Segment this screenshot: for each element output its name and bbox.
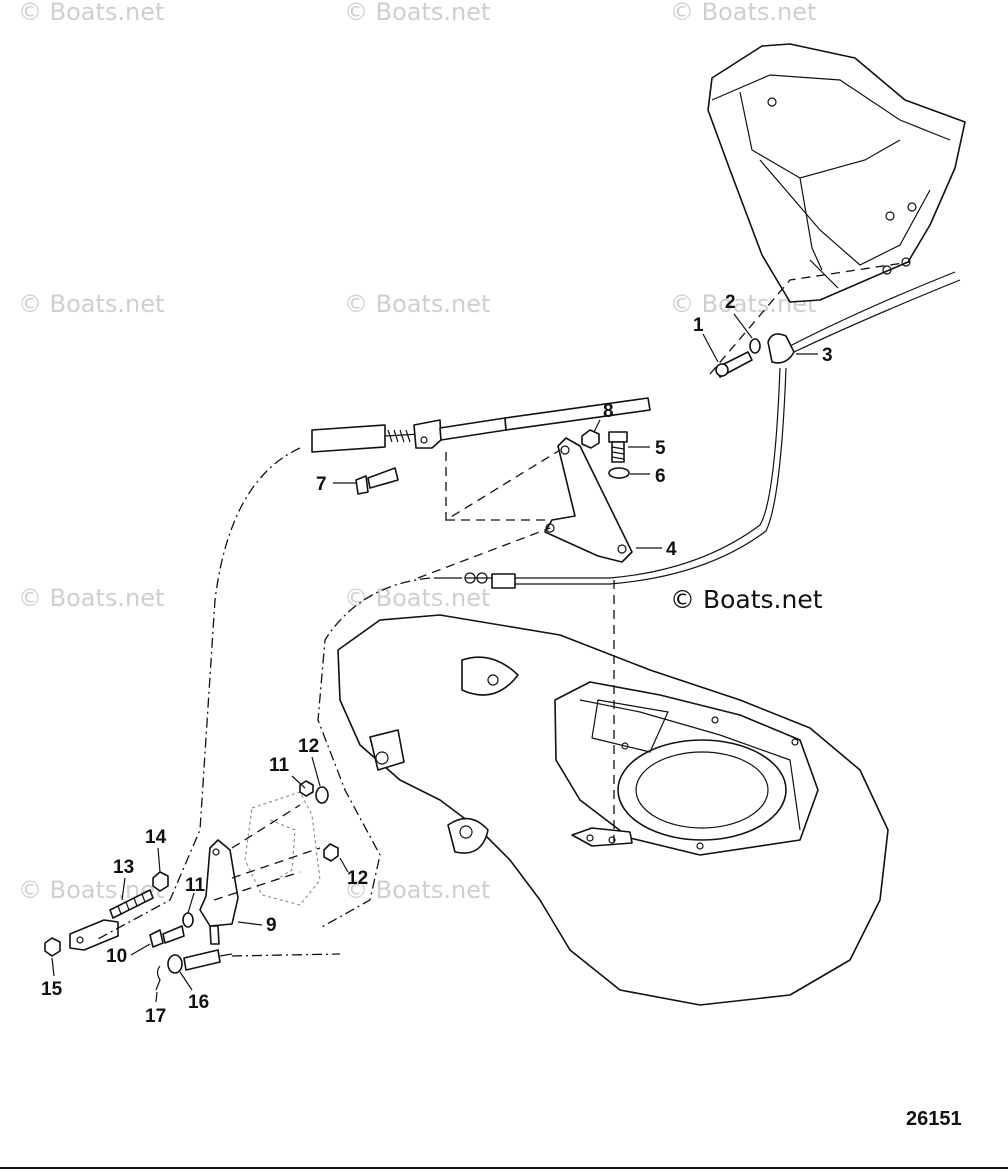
callouts: 1 2 3 4 5 6 7 8 9 10 11 12 11 12 13 14 1… [41,292,833,1027]
housing-part [337,614,889,1006]
alignment-lines [95,261,911,957]
callout-3: 3 [822,345,833,366]
callout-4: 4 [666,539,677,560]
shift-cable-upper [311,397,651,453]
callout-leaders [51,313,818,1003]
callout-1: 1 [693,315,704,336]
watermark: © Boats.net [670,0,816,26]
callout-11b: 11 [185,875,206,896]
copyright-notice: © Boats.net [670,585,823,614]
cable-to-cowl [789,271,961,353]
watermark: © Boats.net [18,290,164,318]
callout-10: 10 [106,946,127,967]
callout-6: 6 [655,466,666,487]
cowl-part [707,43,966,303]
diagram-code: 26151 [906,1108,962,1130]
callout-12b: 12 [347,868,368,889]
callout-16: 16 [188,992,209,1013]
lower-bracket-assembly [44,780,339,991]
callout-7: 7 [316,474,327,495]
watermarks: © Boats.net © Boats.net © Boats.net © Bo… [18,0,816,904]
callout-14: 14 [145,827,167,848]
watermark: © Boats.net [344,290,490,318]
callout-9: 9 [266,915,277,936]
watermark: © Boats.net [18,584,164,612]
callout-12a: 12 [298,736,319,757]
callout-11a: 11 [269,755,290,776]
watermark: © Boats.net [344,0,490,26]
watermark: © Boats.net [344,584,490,612]
watermark: © Boats.net [344,876,490,904]
callout-15: 15 [41,979,63,1000]
watermark: © Boats.net [18,0,164,26]
shift-cable-lower [434,367,787,589]
hardware-5-6-8 [581,429,630,479]
bolt-7 [355,467,399,495]
bracket-part [544,437,633,563]
clamp-assembly [715,333,795,378]
callout-17: 17 [145,1006,166,1027]
callout-8: 8 [603,401,614,422]
callout-2: 2 [725,292,736,313]
callout-5: 5 [655,438,666,459]
callout-13: 13 [113,857,134,878]
